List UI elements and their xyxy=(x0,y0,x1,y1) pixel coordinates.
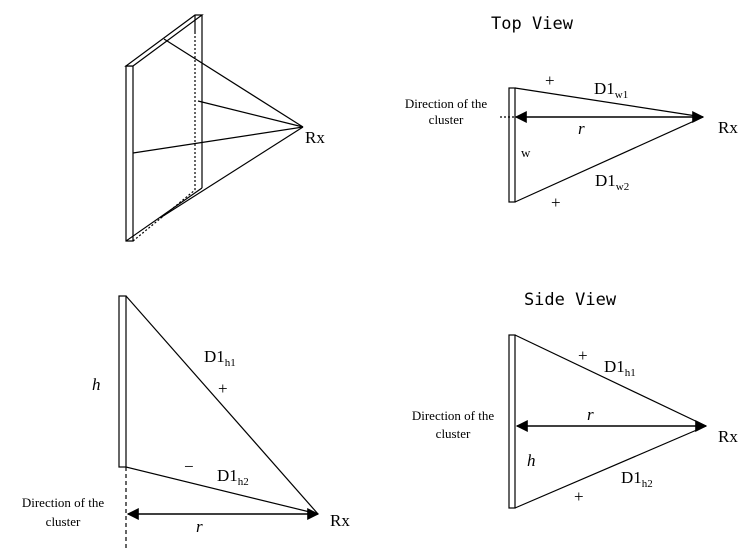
top-view-slab xyxy=(508,87,516,203)
side-view-d-upper-sub: h1 xyxy=(625,367,636,379)
perspective-ray-mid-lower xyxy=(132,126,304,154)
top-view-direction-line2: cluster xyxy=(429,112,464,127)
side-left-sign-upper: + xyxy=(218,379,228,398)
perspective-ray-bottom xyxy=(159,126,304,219)
side-view-d-upper: D1h1 xyxy=(604,357,636,379)
top-view-title: Top View xyxy=(491,14,574,34)
side-view-panel xyxy=(508,334,708,509)
perspective-ray-top xyxy=(163,38,304,128)
side-left-r-label: r xyxy=(196,517,203,536)
side-view-h-label: h xyxy=(527,451,536,470)
top-view-d-lower: D1w2 xyxy=(595,171,629,193)
perspective-slab-top xyxy=(124,14,204,67)
top-view-r-label: r xyxy=(578,119,585,138)
top-view-sign-upper: + xyxy=(545,71,555,90)
perspective-slab-bottom-edge xyxy=(125,187,203,242)
perspective-slab-front xyxy=(125,65,134,242)
side-view-rx-label: Rx xyxy=(718,427,738,446)
side-left-panel xyxy=(118,295,320,549)
top-view-d-upper-sub: w1 xyxy=(615,89,628,101)
top-view-d-lower-main: D1 xyxy=(595,171,616,190)
top-view-d-lower-sub: w2 xyxy=(616,181,629,193)
side-left-d-lower-main: D1 xyxy=(217,466,238,485)
side-left-d-lower-sub: h2 xyxy=(238,476,249,488)
side-left-direction-line1: Direction of the xyxy=(22,495,105,510)
side-view-direction-line1: Direction of the xyxy=(412,408,495,423)
side-view-slab xyxy=(508,334,516,509)
side-view-d-lower-sub: h2 xyxy=(642,478,653,490)
side-left-ray-lower xyxy=(125,466,319,515)
side-view-sign-upper: + xyxy=(578,346,588,365)
side-view-d-upper-main: D1 xyxy=(604,357,625,376)
side-left-d-upper: D1h1 xyxy=(204,347,236,369)
top-view-sign-lower: + xyxy=(551,193,561,212)
side-left-h-label: h xyxy=(92,375,101,394)
side-left-sign-lower: − xyxy=(184,457,194,476)
perspective-panel xyxy=(124,14,304,242)
side-view-ray-lower xyxy=(514,425,707,509)
side-left-ray-upper xyxy=(125,295,319,515)
top-view-rx-label: Rx xyxy=(718,118,738,137)
top-view-d-upper-main: D1 xyxy=(594,79,615,98)
side-left-direction-line2: cluster xyxy=(46,514,81,529)
side-view-r-label: r xyxy=(587,405,594,424)
side-view-d-lower: D1h2 xyxy=(621,468,653,490)
top-view-direction-line1: Direction of the xyxy=(405,96,488,111)
perspective-ray-mid-upper xyxy=(197,100,304,128)
side-left-slab xyxy=(118,295,127,468)
top-view-d-upper: D1w1 xyxy=(594,79,628,101)
side-view-direction-line2: cluster xyxy=(436,426,471,441)
side-view-ray-upper xyxy=(514,334,707,427)
top-view-w-label: w xyxy=(521,145,531,160)
top-view-ray-lower xyxy=(514,116,704,203)
side-view-d-lower-main: D1 xyxy=(621,468,642,487)
side-left-d-upper-sub: h1 xyxy=(225,357,236,369)
side-left-rx-label: Rx xyxy=(330,511,350,530)
side-left-d-lower: D1h2 xyxy=(217,466,249,488)
top-view-panel xyxy=(500,87,705,203)
perspective-rx-label: Rx xyxy=(305,128,325,147)
side-view-sign-lower: + xyxy=(574,487,584,506)
side-left-d-upper-main: D1 xyxy=(204,347,225,366)
side-view-title: Side View xyxy=(524,290,617,310)
